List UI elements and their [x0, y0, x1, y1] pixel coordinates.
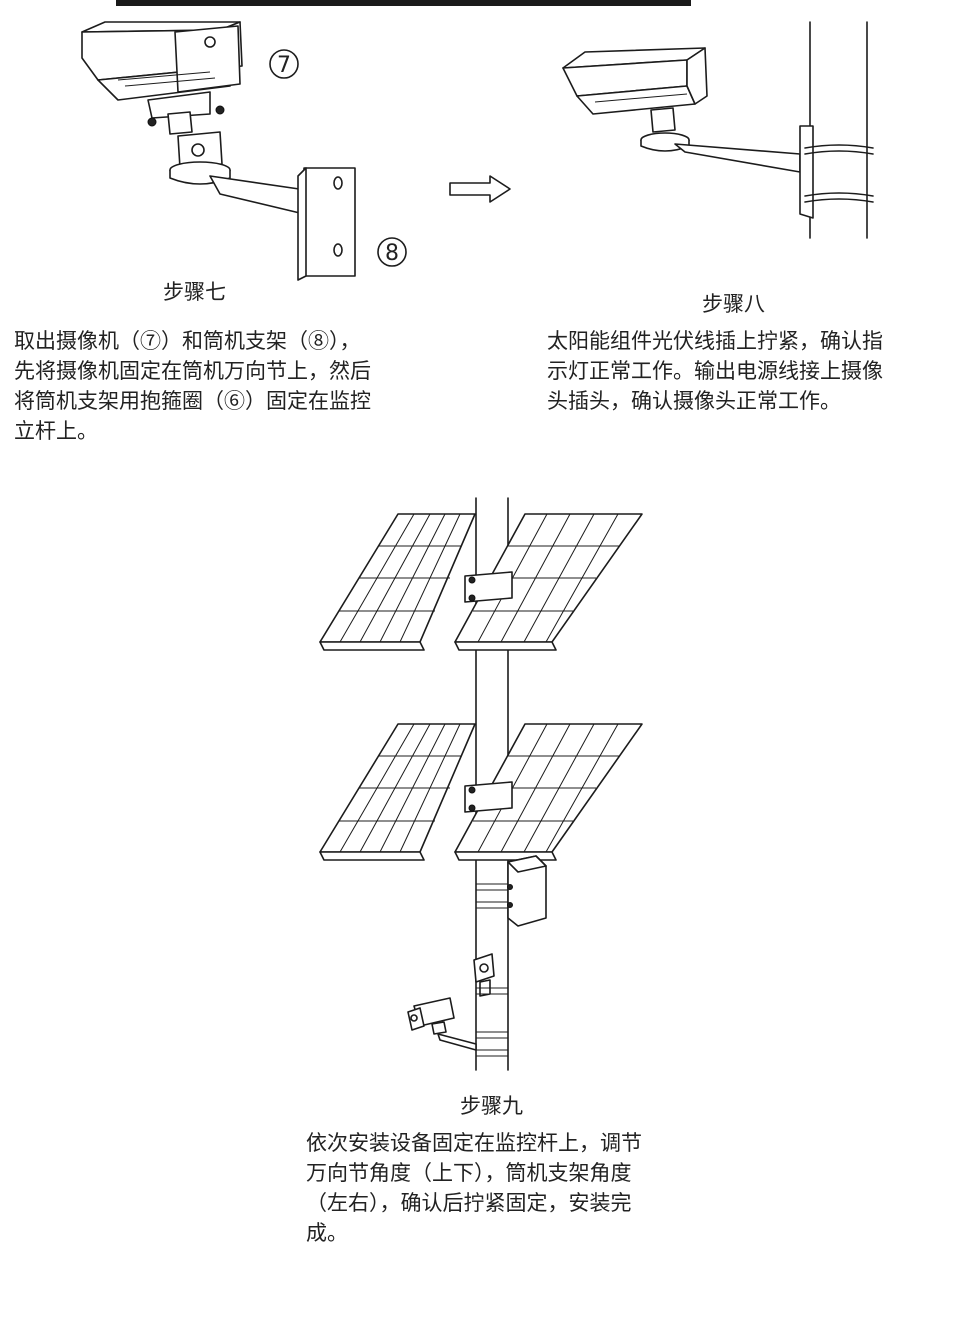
solar-panel-icon — [319, 723, 643, 861]
camera-icon — [407, 997, 508, 1057]
step9-figure — [300, 497, 660, 1078]
step8-line-1: 太阳能组件光伏线插上拧紧，确认指 — [547, 329, 883, 353]
step9-line-3: （左右），确认后拧紧固定，安装完 — [306, 1191, 632, 1215]
step9-line-1: 依次安装设备固定在监控杆上，调节 — [306, 1131, 642, 1155]
arrow-right-icon — [448, 174, 514, 204]
top-rule — [116, 0, 691, 6]
step9-caption: 步骤九 — [460, 1094, 523, 1118]
step7-line-2: 先将摄像机固定在筒机万向节上，然后 — [14, 359, 371, 383]
bracket-icon — [640, 125, 874, 219]
pole-icon — [809, 21, 868, 239]
camera-icon — [562, 47, 708, 133]
battery-box-icon — [476, 855, 547, 927]
step9-line-4: 成。 — [306, 1221, 348, 1245]
step9-line-2: 万向节角度（上下），筒机支架角度 — [306, 1161, 632, 1185]
step9-instructions: 依次安装设备固定在监控杆上，调节 万向节角度（上下），筒机支架角度 （左右），确… — [306, 1128, 642, 1248]
step8-line-3: 头插头，确认摄像头正常工作。 — [547, 389, 841, 413]
bracket-icon — [169, 131, 356, 281]
step7-instructions: 取出摄像机（⑦）和筒机支架（⑧）， 先将摄像机固定在筒机万向节上，然后 将筒机支… — [14, 326, 371, 446]
step8-line-2: 示灯正常工作。输出电源线接上摄像 — [547, 359, 883, 383]
step7-line-3: 将筒机支架用抱箍圈（⑥）固定在监控 — [14, 389, 371, 413]
camera-icon — [81, 21, 243, 135]
badge-camera: 7 — [277, 53, 291, 78]
step7-line-1: 取出摄像机（⑦）和筒机支架（⑧）， — [14, 329, 361, 353]
step8-caption: 步骤八 — [702, 292, 765, 316]
step7-figure: 7 8 — [70, 18, 420, 283]
solar-panel-icon — [319, 513, 643, 651]
camera-icon — [473, 953, 508, 997]
step7-caption: 步骤七 — [163, 280, 226, 304]
step8-figure — [555, 21, 885, 242]
step8-instructions: 太阳能组件光伏线插上拧紧，确认指 示灯正常工作。输出电源线接上摄像 头插头，确认… — [547, 326, 883, 416]
badge-bracket: 8 — [385, 241, 399, 266]
step7-line-4: 立杆上。 — [14, 419, 98, 443]
